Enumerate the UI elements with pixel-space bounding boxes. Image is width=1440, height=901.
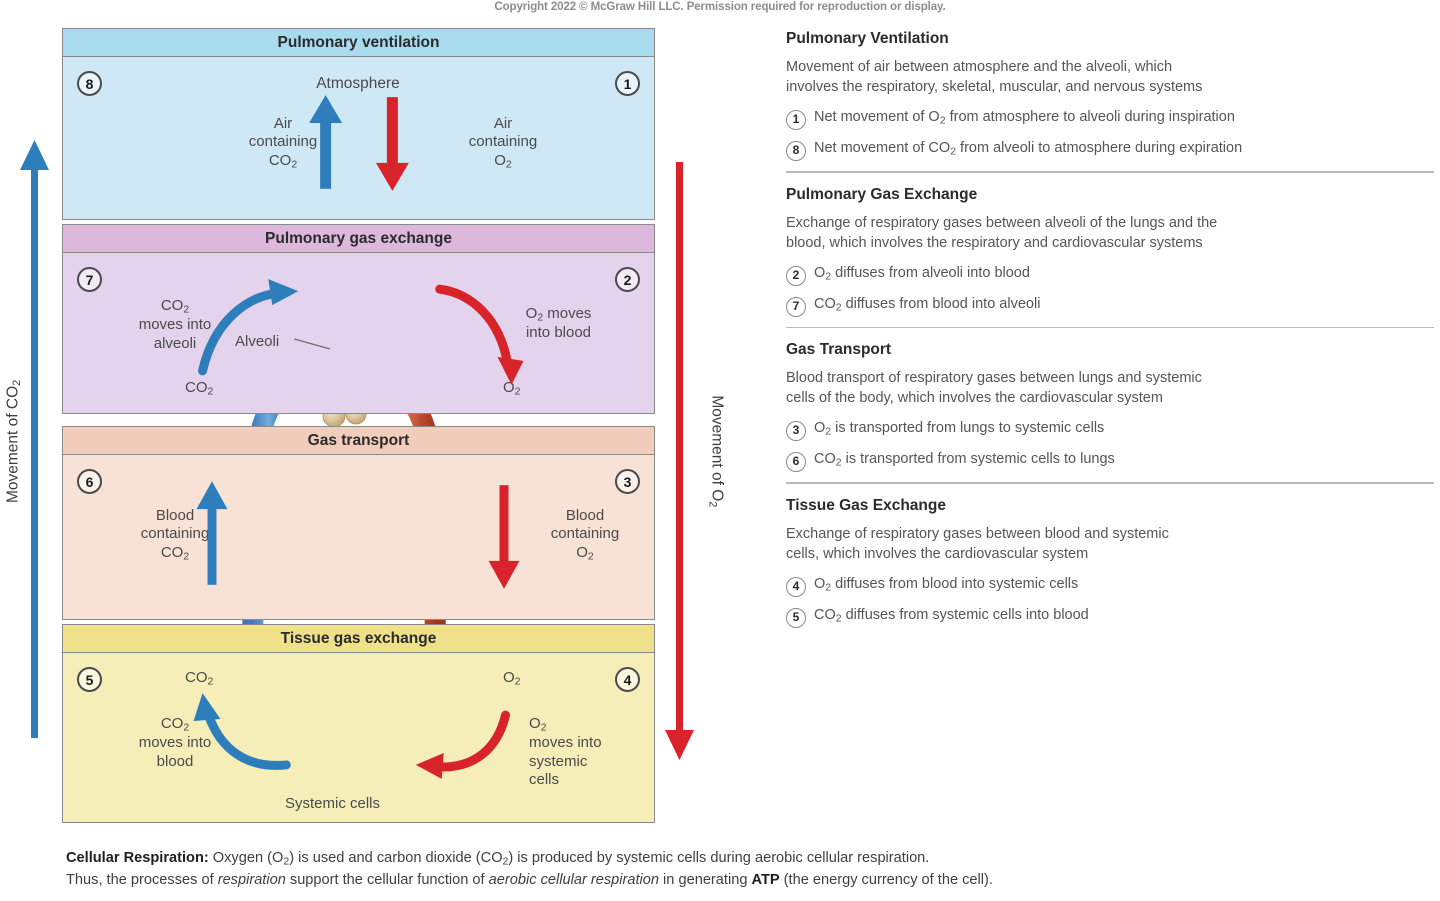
section-item: 1 Net movement of O2 from atmosphere to …	[786, 109, 1434, 130]
systemic-cells-structure-label: Systemic cells	[285, 795, 381, 812]
num-circle-2: 2	[786, 265, 806, 286]
o2-gas-label: O2	[503, 379, 521, 398]
item-text: CO2 is transported from systemic cells t…	[814, 451, 1115, 469]
item-text: Net movement of CO2 from alveoli to atmo…	[814, 140, 1243, 158]
step-badge-6: 6	[77, 469, 102, 494]
panel-title-tissue-gas-exchange: Tissue gas exchange	[63, 625, 654, 653]
movement-of-co2-label: Movement of CO2	[4, 379, 24, 504]
movement-of-o2-arrow-icon	[665, 162, 694, 760]
section-title: Pulmonary Ventilation	[786, 30, 949, 47]
section-description: Blood transport of respiratory gases bet…	[786, 370, 1202, 406]
num-circle-3: 3	[786, 421, 806, 441]
panel-pulmonary-ventilation: Pulmonary ventilation 8 1 Atmosphere Air…	[62, 28, 655, 220]
num-circle-8: 8	[786, 141, 806, 161]
panel-pulmonary-gas-exchange: Pulmonary gas exchange 7 2 CO2 moves int…	[62, 224, 655, 414]
o2-gas-label: O2	[503, 669, 521, 688]
atmosphere-label: Atmosphere	[316, 75, 400, 92]
step-badge-8: 8	[77, 71, 102, 96]
panel-gas-transport: Gas transport 6 3 Blood containing CO2 B…	[62, 426, 655, 620]
step-badge-3: 3	[615, 469, 640, 494]
item-text: Net movement of O2 from atmosphere to al…	[814, 109, 1235, 127]
item-text: CO2 diffuses from systemic cells into bl…	[814, 606, 1089, 625]
blood-containing-o2-label: Blood containing O2	[550, 507, 620, 563]
step-badge-4: 4	[615, 667, 640, 692]
section-item: 5 CO2 diffuses from systemic cells into …	[786, 607, 1434, 628]
panel-title-pulmonary-gas-exchange: Pulmonary gas exchange	[63, 225, 654, 253]
caption-lead: Cellular Respiration:	[66, 850, 209, 866]
section-divider	[786, 171, 1434, 173]
air-containing-co2-label: Air containing CO2	[248, 115, 318, 171]
num-circle-4: 4	[786, 576, 806, 597]
item-text: O2 diffuses from alveoli into blood	[814, 264, 1030, 283]
co2-moves-into-alveoli-label: CO2 moves into alveoli	[138, 297, 212, 352]
panel-body-gas-transport: 6 3 Blood containing CO2 Blood containin…	[63, 455, 654, 619]
alveoli-structure-label: Alveoli	[235, 333, 280, 350]
section-item: 3 O2 is transported from lungs to system…	[786, 420, 1434, 441]
o2-moves-into-systemic-cells-label: O2 moves into systemic cells	[529, 715, 602, 789]
panel-body-pulmonary-ventilation: 8 1 Atmosphere Air containing CO2 Air co…	[63, 57, 654, 219]
descriptions-column: Pulmonary Ventilation Movement of air be…	[786, 30, 1434, 638]
section-description: Exchange of respiratory gases between bl…	[786, 525, 1169, 562]
section-title: Tissue Gas Exchange	[786, 496, 946, 514]
section-pulmonary-gas-exchange: Pulmonary Gas Exchange Exchange of respi…	[786, 186, 1434, 317]
red-curved-arrow-icon	[415, 710, 510, 779]
section-divider	[786, 482, 1434, 484]
co2-moves-into-blood-label: CO2 moves into blood	[138, 715, 212, 770]
step-badge-2: 2	[615, 267, 640, 292]
section-divider	[786, 326, 1434, 328]
movement-of-co2-arrow-icon	[20, 140, 49, 738]
red-down-arrow-icon	[375, 97, 409, 191]
section-item: 7 CO2 diffuses from blood into alveoli	[786, 296, 1434, 317]
copyright-notice: Copyright 2022 © McGraw Hill LLC. Permis…	[494, 1, 946, 13]
section-description: Movement of air between atmosphere and t…	[786, 59, 1203, 95]
panel-title-pulmonary-ventilation: Pulmonary ventilation	[63, 29, 654, 57]
section-item: 4 O2 diffuses from blood into systemic c…	[786, 576, 1434, 597]
num-circle-6: 6	[786, 452, 806, 472]
cellular-respiration-caption: Cellular Respiration: Oxygen (O2) is use…	[66, 850, 993, 889]
item-text: O2 diffuses from blood into systemic cel…	[814, 575, 1079, 594]
section-gas-transport: Gas Transport Blood transport of respira…	[786, 341, 1434, 472]
red-down-arrow-icon	[488, 485, 520, 589]
num-circle-1: 1	[786, 110, 806, 130]
co2-gas-label: CO2	[185, 669, 214, 688]
section-title: Pulmonary Gas Exchange	[786, 185, 978, 203]
step-badge-7: 7	[77, 267, 102, 292]
panel-title-gas-transport: Gas transport	[63, 427, 654, 455]
section-pulmonary-ventilation: Pulmonary Ventilation Movement of air be…	[786, 30, 1434, 161]
section-title: Gas Transport	[786, 341, 892, 358]
panel-body-tissue-gas-exchange: 5 4 CO2 O2 CO2 moves into blood O2 moves…	[63, 653, 654, 822]
section-item: 8 Net movement of CO2 from alveoli to at…	[786, 140, 1434, 161]
item-text: CO2 diffuses from blood into alveoli	[814, 295, 1041, 314]
step-badge-5: 5	[77, 667, 102, 692]
step-badge-1: 1	[615, 71, 640, 96]
co2-gas-label: CO2	[185, 379, 214, 398]
panel-body-pulmonary-gas-exchange: 7 2 CO2 moves into alveoli O2 moves into…	[63, 253, 654, 413]
panel-tissue-gas-exchange: Tissue gas exchange 5 4 CO2 O2 CO2 moves…	[62, 624, 655, 823]
blood-containing-co2-label: Blood containing CO2	[140, 507, 210, 563]
respiration-figure: Pulmonary ventilation 8 1 Atmosphere Air…	[0, 22, 740, 834]
num-circle-7: 7	[786, 296, 806, 317]
item-text: O2 is transported from lungs to systemic…	[814, 420, 1105, 438]
section-item: 6 CO2 is transported from systemic cells…	[786, 451, 1434, 472]
section-item: 2 O2 diffuses from alveoli into blood	[786, 265, 1434, 286]
num-circle-5: 5	[786, 607, 806, 628]
section-tissue-gas-exchange: Tissue Gas Exchange Exchange of respirat…	[786, 497, 1434, 628]
air-containing-o2-label: Air containing O2	[468, 115, 538, 171]
movement-of-o2-label: Movement of O2	[706, 395, 726, 508]
o2-moves-into-blood-label: O2 moves into blood	[525, 305, 592, 342]
section-description: Exchange of respiratory gases between al…	[786, 214, 1218, 251]
